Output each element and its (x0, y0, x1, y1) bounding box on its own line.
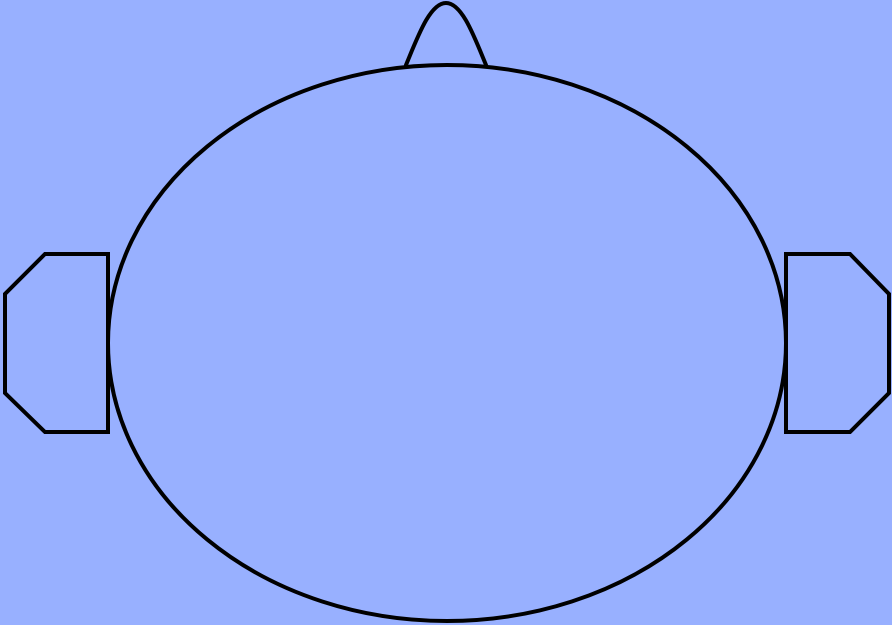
right-ear (784, 252, 891, 434)
nose-marker (404, 0, 488, 67)
left-ear (3, 252, 110, 434)
